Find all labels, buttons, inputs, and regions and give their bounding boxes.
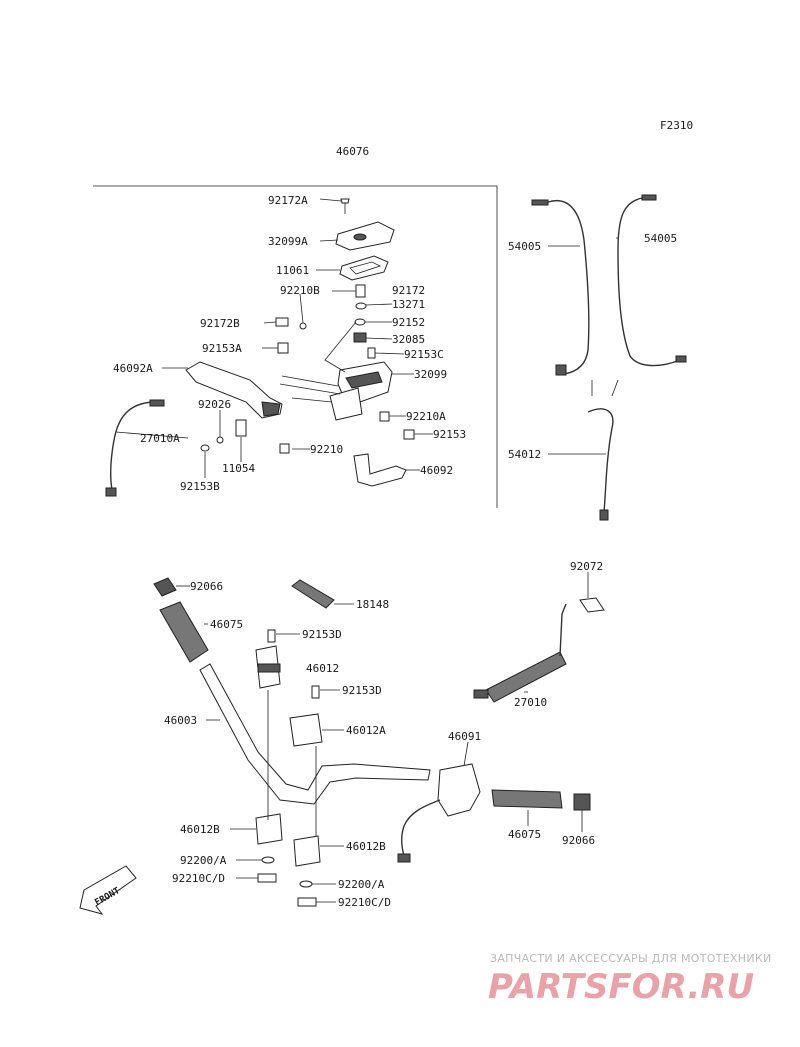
callout-46012B-right: 46012B (346, 840, 386, 853)
callout-46012: 46012 (306, 662, 339, 675)
callout-92200A-left: 92200/A (180, 854, 227, 867)
bolt-92153 (403, 429, 415, 440)
callout-92153C: 92153C (404, 348, 444, 361)
master-cylinder-group (105, 198, 433, 497)
callout-92072: 92072 (570, 560, 603, 573)
callout-46003: 46003 (164, 714, 197, 727)
throttle-cable-54005-right (617, 197, 681, 367)
bolt-92153D-a (267, 629, 276, 643)
washer-13271 (355, 302, 367, 310)
clamp-46012A (289, 713, 323, 747)
nut-92210CD-b (297, 897, 317, 907)
callout-46012A: 46012A (346, 724, 386, 737)
front-arrow-icon: FRONT (79, 865, 137, 915)
callout-92172B: 92172B (200, 317, 240, 330)
lever-46092 (353, 453, 407, 487)
switch-wire (401, 799, 441, 857)
callout-46012B-left: 46012B (180, 823, 220, 836)
callout-92153D-upper: 92153D (302, 628, 342, 641)
callout-32085: 32085 (392, 333, 425, 346)
bolt-92153B (200, 444, 210, 452)
callout-92026: 92026 (198, 398, 231, 411)
lower-holder-46012B-left (255, 813, 283, 845)
cylinder-clamp (329, 387, 363, 421)
callout-32099: 32099 (414, 368, 447, 381)
bar-end-92066-right (573, 793, 591, 811)
washer-92200-a (261, 856, 275, 864)
callout-92066-right: 92066 (562, 834, 595, 847)
callout-18148: 18148 (356, 598, 389, 611)
throttle-tube-27010 (485, 651, 567, 703)
washer-92152 (354, 318, 366, 326)
assembly-label: 46076 (336, 145, 369, 158)
nut-92210A (379, 411, 390, 422)
callout-46092A: 46092A (113, 362, 153, 375)
callout-92210CD-right: 92210C/D (338, 896, 391, 909)
callout-92210A: 92210A (406, 410, 446, 423)
callout-54005-left: 54005 (508, 240, 541, 253)
callout-11061: 11061 (276, 264, 309, 277)
handlebar-46003 (199, 663, 431, 805)
switch-housing-46091 (437, 763, 481, 817)
callout-46091: 46091 (448, 730, 481, 743)
diaphragm (339, 255, 389, 281)
grip-46075-left (159, 601, 209, 663)
bolt-92153C (367, 347, 376, 359)
bolt-92153D-b (311, 685, 320, 699)
screw-92172 (355, 284, 366, 298)
bolt-92153A (277, 342, 289, 354)
callout-27010A: 27010A (140, 432, 180, 445)
callout-27010: 27010 (514, 696, 547, 709)
nut-92210B (299, 322, 307, 330)
watermark-logo: PARTSFOR.RU (488, 967, 754, 1007)
lower-holder-46012B-right (293, 835, 321, 867)
callout-54012: 54012 (508, 448, 541, 461)
nut-92210CD-a (257, 873, 277, 883)
callout-92210B: 92210B (280, 284, 320, 297)
washer-92200-b (299, 880, 313, 888)
callout-13271: 13271 (392, 298, 425, 311)
callout-46075-left: 46075 (210, 618, 243, 631)
callout-92210CD-left: 92210C/D (172, 872, 225, 885)
callout-92172A: 92172A (268, 194, 308, 207)
figure-code: F2310 (660, 119, 693, 132)
pivot-11054 (235, 419, 247, 437)
callout-92210: 92210 (310, 443, 343, 456)
screw-92172A (340, 198, 350, 204)
callout-46092: 46092 (420, 464, 453, 477)
callout-92200A-right: 92200/A (338, 878, 385, 891)
brake-lever-46092A (185, 361, 283, 419)
bar-end-92066-left (153, 577, 177, 597)
callout-32099A: 32099A (268, 235, 308, 248)
callout-92066-left: 92066 (190, 580, 223, 593)
callout-11054: 11054 (222, 462, 255, 475)
pad-18148 (291, 579, 335, 609)
callout-54005-right: 54005 (644, 232, 677, 245)
grip-46075-right (491, 789, 563, 809)
nut-92210 (279, 443, 290, 454)
throttle-cable-54005-left (547, 200, 590, 375)
callout-92153B: 92153B (180, 480, 220, 493)
bracket-92072 (579, 597, 605, 613)
callout-92172: 92172 (392, 284, 425, 297)
cap-32085 (353, 332, 367, 343)
handlebar-group: FRONT (79, 572, 605, 915)
screw-92172B (275, 317, 289, 327)
cables-group (531, 194, 687, 521)
watermark-tagline: ЗАПЧАСТИ И АКСЕССУАРЫ ДЛЯ МОТОТЕХНИКИ (490, 952, 772, 965)
assembly-frame (93, 185, 498, 508)
callout-46075-right: 46075 (508, 828, 541, 841)
switch-wire-27010A (109, 401, 153, 491)
callout-92153: 92153 (433, 428, 466, 441)
callout-92153D-lower: 92153D (342, 684, 382, 697)
brake-cable-54012 (587, 408, 614, 513)
callout-92153A: 92153A (202, 342, 242, 355)
spacer-92026 (216, 436, 224, 444)
callout-92152: 92152 (392, 316, 425, 329)
